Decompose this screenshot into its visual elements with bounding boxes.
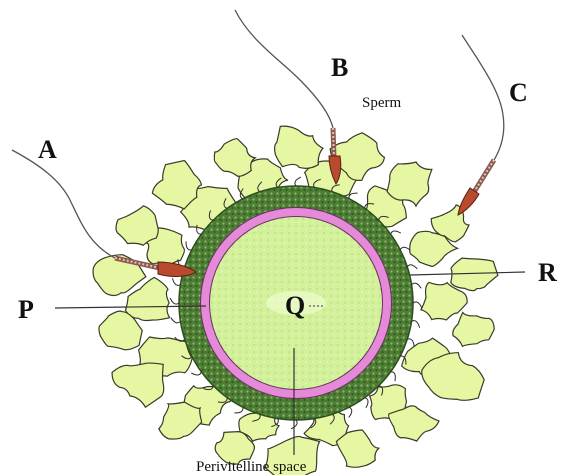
- zona-process: [391, 372, 396, 381]
- zona-process: [412, 283, 422, 288]
- cumulus-cell: [336, 430, 378, 467]
- zona-process: [413, 302, 422, 308]
- zona-process: [400, 247, 410, 250]
- sperm-c-icon: [458, 35, 504, 215]
- zona-process: [295, 177, 301, 186]
- zona-process: [407, 339, 414, 347]
- cumulus-cell: [275, 126, 323, 168]
- zona-process: [191, 372, 201, 375]
- zona-process: [349, 193, 358, 199]
- cumulus-cell: [159, 402, 202, 439]
- label-q: Q: [285, 291, 305, 320]
- cumulus-cell: [214, 139, 255, 177]
- zona-process: [391, 231, 401, 234]
- label-c: C: [509, 78, 528, 107]
- label-b: B: [331, 53, 348, 82]
- zona-process: [349, 407, 352, 417]
- zona-process: [170, 298, 179, 304]
- cumulus-cell: [422, 353, 484, 401]
- cumulus-cell: [453, 313, 494, 347]
- zona-process: [172, 278, 180, 285]
- label-perivitelline-space: Perivitelline space: [196, 459, 307, 475]
- zona-process: [186, 241, 192, 250]
- zona-process: [234, 407, 243, 413]
- zona-process: [171, 318, 181, 323]
- cumulus-cell: [112, 363, 164, 407]
- zona-process: [412, 321, 420, 328]
- label-sperm: Sperm: [362, 95, 401, 111]
- label-r: R: [538, 258, 557, 287]
- cumulus-cell: [116, 206, 158, 246]
- label-a: A: [38, 135, 57, 164]
- zona-process: [407, 265, 417, 269]
- label-p: P: [18, 295, 34, 324]
- zona-process: [365, 398, 368, 408]
- cumulus-cell: [389, 406, 439, 441]
- cumulus-cell: [451, 258, 498, 291]
